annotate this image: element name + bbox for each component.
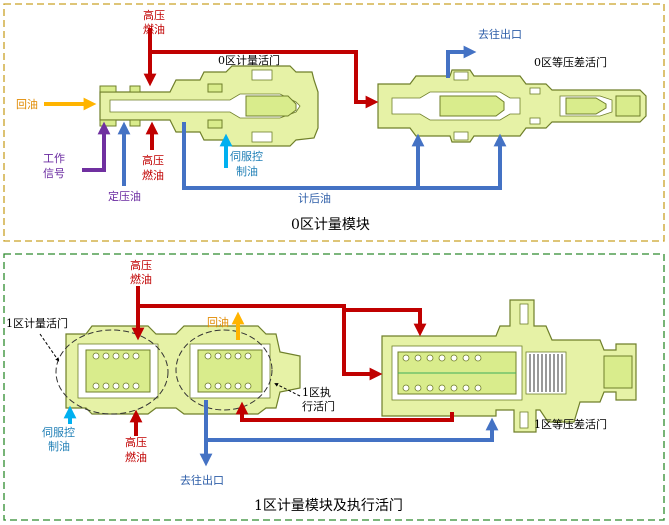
bottom-return-oil-label: 回油 bbox=[207, 315, 229, 329]
bottom-servo-label-1: 伺服控 bbox=[42, 425, 75, 439]
top-servo-label-1: 伺服控 bbox=[230, 149, 263, 163]
eq-valve0-body bbox=[377, 69, 647, 143]
eq-valve1-spring bbox=[529, 354, 563, 392]
exec-valve-leader bbox=[274, 383, 301, 397]
top-hp-label-1: 高压 bbox=[143, 8, 165, 22]
top-after-meter-label: 计后油 bbox=[298, 191, 331, 205]
bottom-servo-label-2: 制油 bbox=[48, 439, 70, 453]
top-work-signal-arrow bbox=[82, 121, 111, 172]
bottom-exec-label-1: 1区执 bbox=[302, 385, 331, 399]
bottom-hp-branch bbox=[344, 308, 427, 337]
top-hp-bottom-label-1: 高压 bbox=[142, 153, 164, 167]
top-after-meter-line bbox=[182, 122, 507, 190]
eq-valve1-balls bbox=[402, 354, 482, 392]
bottom-hp-label-1: 高压 bbox=[130, 258, 152, 272]
top-to-outlet-label: 去往出口 bbox=[478, 27, 522, 41]
top-hp-label-2: 燃油 bbox=[143, 22, 165, 36]
top-work-label-1: 工作 bbox=[43, 152, 65, 165]
valve1-leader bbox=[39, 333, 60, 362]
top-eq-valve-label: 0区等压差活门 bbox=[534, 55, 607, 69]
top-hp-bottom-label-2: 燃油 bbox=[142, 168, 164, 182]
valve0-body bbox=[99, 65, 319, 147]
top-return-oil-label: 回油 bbox=[16, 97, 38, 111]
bottom-hp-return-line bbox=[235, 401, 454, 422]
valve1-outline bbox=[55, 329, 169, 415]
top-panel-title: 0区计量模块 bbox=[291, 217, 370, 233]
top-to-outlet-arrow bbox=[446, 45, 477, 78]
bottom-hp-label-2: 燃油 bbox=[130, 272, 152, 286]
bottom-to-outlet-label: 去往出口 bbox=[180, 473, 224, 487]
top-valve0-label: 0区计量活门 bbox=[218, 53, 280, 67]
top-fixed-pressure-label: 定压油 bbox=[108, 189, 141, 203]
exec-valve-outline bbox=[175, 329, 273, 411]
valve1-body bbox=[65, 325, 301, 415]
eq-valve1-body bbox=[381, 299, 637, 433]
valve1-balls bbox=[92, 352, 252, 390]
top-work-label-2: 信号 bbox=[43, 167, 65, 180]
bottom-outlet-return-line bbox=[206, 417, 499, 442]
bottom-valve1-label: 1区计量活门 bbox=[6, 316, 68, 330]
bottom-panel-title: 1区计量模块及执行活门 bbox=[254, 498, 403, 514]
top-panel-border bbox=[3, 3, 665, 242]
bottom-eq-valve-label: 1区等压差活门 bbox=[534, 417, 607, 431]
bottom-hp-bottom-label-1: 高压 bbox=[125, 435, 147, 449]
top-servo-label-2: 制油 bbox=[236, 164, 258, 178]
bottom-panel-border bbox=[3, 253, 665, 521]
bottom-exec-label-2: 行活门 bbox=[302, 399, 335, 413]
bottom-hp-bottom-label-2: 燃油 bbox=[125, 450, 147, 464]
bottom-hp-line bbox=[138, 304, 383, 381]
